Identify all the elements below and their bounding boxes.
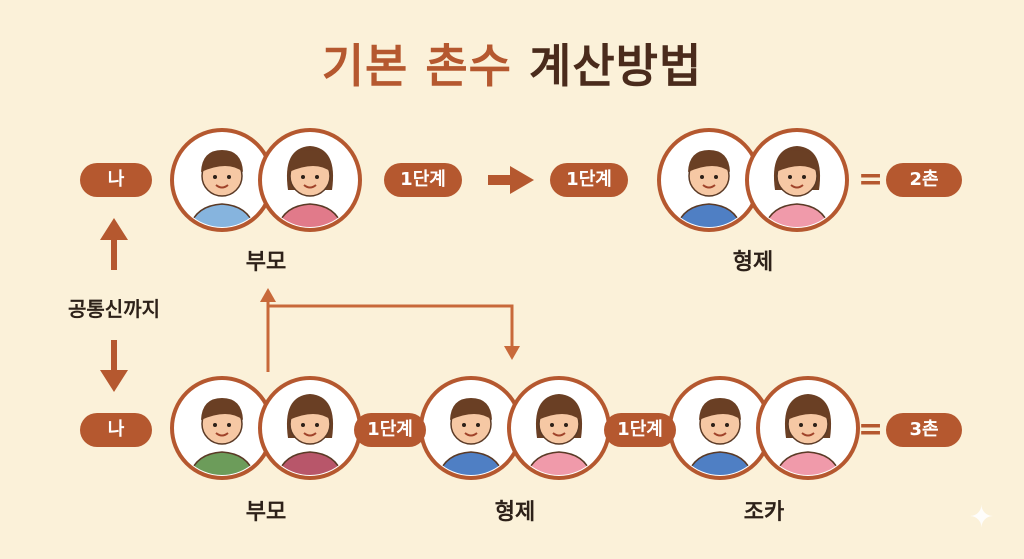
cluster-siblings-row1 [657, 128, 849, 232]
male-avatar [187, 398, 257, 475]
equals-sign-row2: = [858, 412, 884, 447]
down-arrow-icon [100, 340, 128, 392]
page-title: 기본 촌수 계산방법 [0, 30, 1024, 96]
step-pill-row1-a: 1단계 [384, 163, 462, 197]
result-pill-3chon: 3촌 [886, 413, 962, 447]
title-highlight: 기본 촌수 [321, 39, 512, 93]
cluster-parents-row1 [170, 128, 362, 232]
label-siblings-row1: 형제 [732, 250, 774, 275]
me-pill-row1: 나 [80, 163, 152, 197]
label-parents-row1: 부모 [245, 250, 287, 275]
sparkle-icon: ✦ [968, 500, 994, 535]
step-pill-row1-b: 1단계 [550, 163, 628, 197]
me-pill-row2: 나 [80, 413, 152, 447]
female-avatar [275, 394, 345, 475]
female-avatar [773, 394, 843, 475]
label-parents-row2: 부모 [245, 500, 287, 525]
side-label-common-ancestor: 공통신까지 [68, 297, 160, 321]
male-avatar [187, 150, 257, 227]
connector-arrow [260, 288, 520, 372]
male-avatar [685, 398, 755, 475]
result-pill-2chon: 2촌 [886, 163, 962, 197]
equals-sign-row1: = [858, 162, 884, 197]
label-siblings-row2: 형제 [494, 500, 536, 525]
female-avatar [524, 394, 594, 475]
step-pill-row2-b: 1단계 [604, 413, 676, 447]
female-avatar [275, 146, 345, 227]
cluster-siblings-row2 [419, 376, 611, 480]
female-avatar [762, 146, 832, 227]
male-avatar [674, 150, 744, 227]
title-rest: 계산방법 [529, 39, 703, 93]
label-nephews-row2: 조카 [743, 500, 785, 525]
cluster-parents-row2 [170, 376, 362, 480]
step-pill-row2-a: 1단계 [354, 413, 426, 447]
right-arrow-icon [488, 166, 534, 194]
up-arrow-icon [100, 218, 128, 270]
cluster-nephews-row2 [668, 376, 860, 480]
